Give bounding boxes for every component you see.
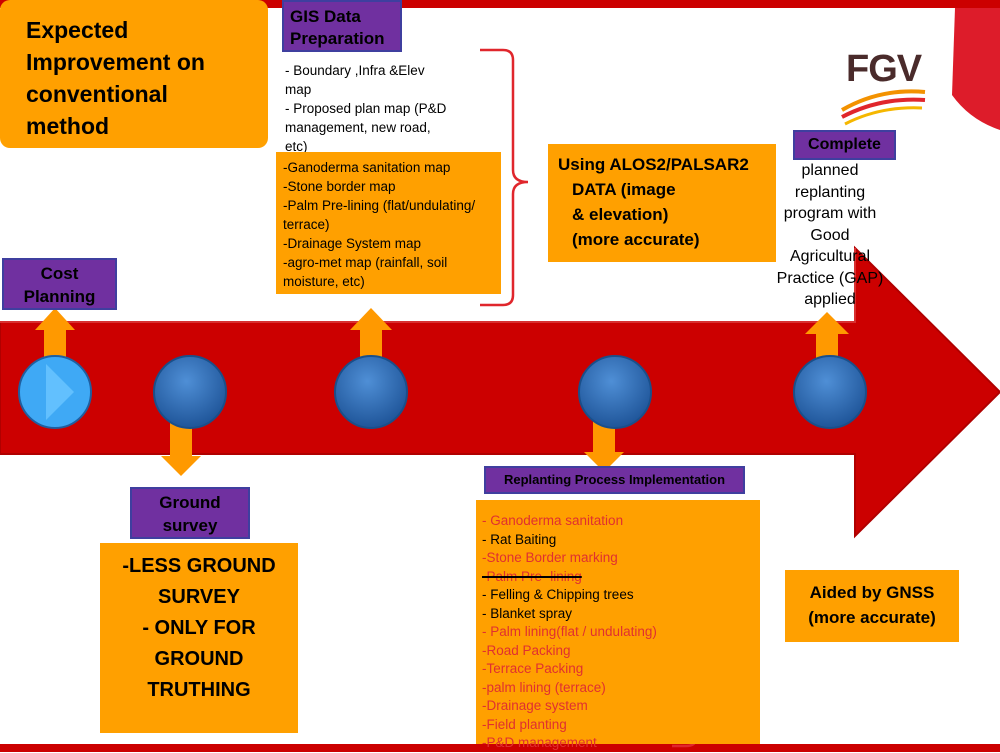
alos-line: (more accurate): [572, 230, 700, 249]
replanting-box: - Ganoderma sanitation - Rat Baiting -St…: [476, 500, 760, 750]
stage-circle-2: [153, 355, 227, 429]
replanting-item: -Terrace Packing: [482, 661, 584, 676]
replanting-item: -P&D management: [482, 735, 597, 750]
replanting-item: - Blanket spray: [482, 605, 573, 621]
replanting-item: -Stone Border marking: [482, 550, 618, 565]
stage-circle-3: [334, 355, 408, 429]
top-bar: [0, 0, 1000, 8]
gis-bracket: [480, 48, 529, 307]
replanting-item: -Field planting: [482, 716, 567, 732]
replanting-label: Replanting Process Implementation: [484, 466, 745, 494]
replanting-item: - Ganoderma sanitation: [482, 513, 624, 528]
stage-circle-4: [578, 355, 652, 429]
gis-orange-item: -Drainage System map: [283, 236, 422, 251]
replanting-item: -palm lining (terrace): [482, 679, 606, 695]
replanting-item: - Rat Baiting: [482, 531, 557, 547]
gis-orange-item: moisture, etc): [283, 274, 365, 289]
complete-label: Complete: [793, 130, 896, 160]
fgv-logo: FGV: [846, 48, 922, 90]
gis-item: - Boundary ,Infra &Elev: [285, 63, 425, 78]
alos-box: Using ALOS2/PALSAR2 DATA (image & elevat…: [548, 144, 776, 262]
gis-orange-item: -Ganoderma sanitation map: [283, 160, 451, 175]
gis-orange-box: -Ganoderma sanitation map -Stone border …: [276, 152, 501, 294]
alos-line: DATA (image: [572, 180, 676, 199]
gis-item: management, new road,: [285, 120, 431, 135]
replanting-item: - Palm lining(flat / undulating): [482, 624, 657, 639]
bottom-bar: [0, 744, 1000, 752]
ground-survey-box: -LESS GROUND SURVEY - ONLY FOR GROUND TR…: [100, 543, 298, 733]
gis-orange-item: -Stone border map: [283, 179, 396, 194]
gis-orange-item: terrace): [283, 217, 330, 232]
complete-text: planned replanting program with Good Agr…: [776, 162, 884, 308]
gis-item: map: [285, 82, 312, 97]
stage-circle-5: [793, 355, 867, 429]
replanting-item: -Road Packing: [482, 642, 571, 658]
corner-decoration: [952, 8, 1000, 130]
fgv-logo-swoosh: [840, 89, 926, 126]
replanting-item: -Drainage system: [482, 698, 588, 713]
alos-line: & elevation): [572, 205, 669, 224]
gis-list: - Boundary ,Infra &Elev map - Proposed p…: [285, 61, 446, 156]
gis-orange-item: -agro-met map (rainfall, soil: [283, 255, 448, 270]
title-box: Expected Improvement on conventional met…: [0, 0, 268, 148]
replanting-item: - Felling & Chipping trees: [482, 587, 634, 602]
alos-line: Using ALOS2/PALSAR2: [558, 155, 749, 174]
ground-survey-label: Ground survey: [130, 487, 250, 539]
gis-label: GIS Data Preparation: [282, 0, 402, 52]
gis-item: - Proposed plan map (P&D: [285, 101, 447, 116]
replanting-item: -Palm Pre- lining: [482, 568, 582, 584]
cost-planning-label: Cost Planning: [2, 258, 117, 310]
gnss-box: Aided by GNSS (more accurate): [785, 570, 959, 642]
gis-item: etc): [285, 139, 308, 154]
page-title: Expected Improvement on conventional met…: [26, 17, 205, 139]
gis-orange-item: -Palm Pre-lining (flat/undulating/: [283, 198, 476, 213]
